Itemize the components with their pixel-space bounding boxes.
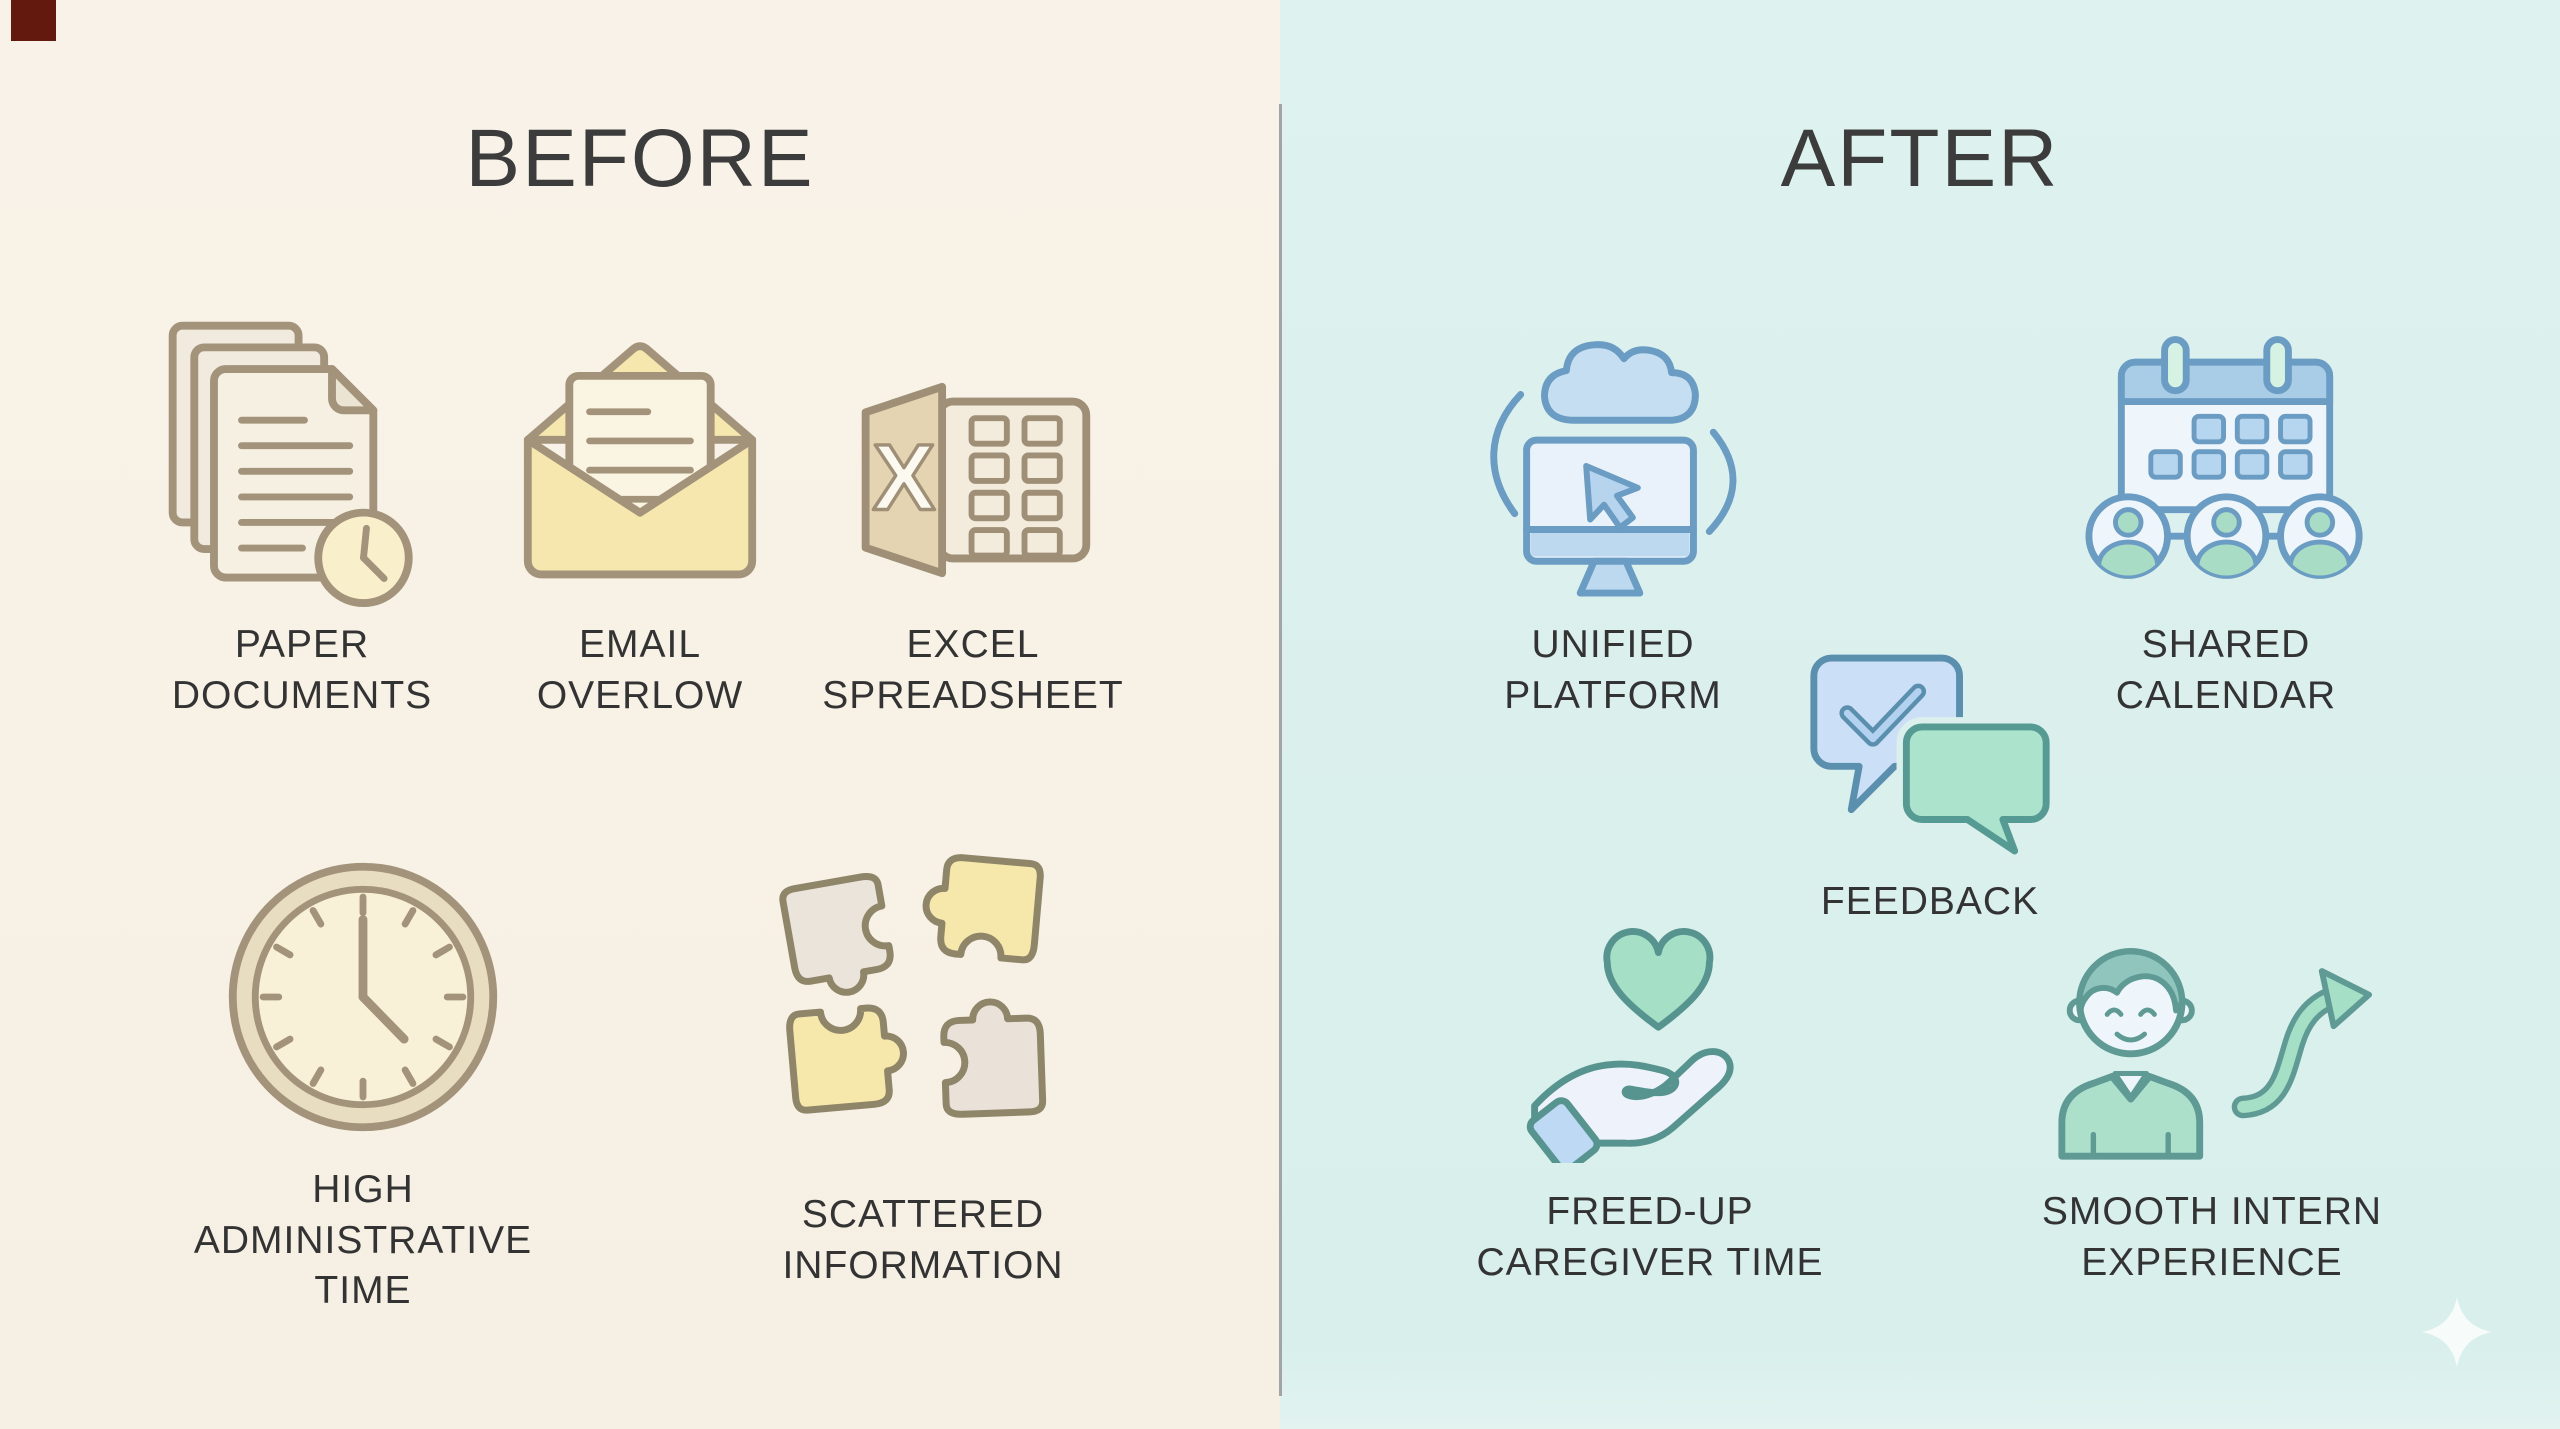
svg-text:X: X: [872, 424, 935, 529]
chat-bubbles-check-icon: [1804, 645, 2056, 867]
paper-documents-icon: [145, 300, 460, 620]
before-item-scattered-information: SCATTERED INFORMATION: [703, 843, 1143, 1291]
before-item-excel-spreadsheet: X EXCEL SPREADSHEET: [803, 300, 1143, 721]
person-growth-arrow-icon: [2050, 915, 2375, 1165]
item-label: SCATTERED INFORMATION: [782, 1193, 1064, 1287]
open-envelope-icon: [511, 300, 769, 620]
corner-mark: [11, 0, 56, 41]
item-label: EMAIL OVERLOW: [536, 623, 744, 717]
item-label: UNIFIED PLATFORM: [1504, 623, 1722, 717]
after-item-smooth-intern-experience: SMOOTH INTERN EXPERIENCE: [1972, 915, 2452, 1288]
after-item-feedback: FEEDBACK: [1760, 645, 2100, 928]
excel-spreadsheet-icon: X: [846, 300, 1101, 620]
before-item-email-overflow: EMAIL OVERLOW: [475, 300, 805, 721]
item-label: HIGH ADMINISTRATIVE TIME: [193, 1168, 533, 1313]
before-item-high-admin-time: HIGH ADMINISTRATIVE TIME: [123, 849, 603, 1317]
before-title: BEFORE: [465, 113, 815, 204]
item-label: SHARED CALENDAR: [2115, 623, 2337, 717]
after-title: AFTER: [1780, 113, 2060, 204]
cloud-computer-icon: [1469, 300, 1757, 620]
item-label: FEEDBACK: [1820, 880, 2040, 923]
clock-icon: [221, 849, 505, 1145]
after-item-unified-platform: UNIFIED PLATFORM: [1443, 300, 1783, 721]
shared-calendar-icon: [2084, 300, 2369, 620]
hand-heart-icon: [1513, 915, 1788, 1165]
puzzle-pieces-icon: [774, 843, 1072, 1148]
item-label: SMOOTH INTERN EXPERIENCE: [2041, 1190, 2383, 1284]
before-panel: BEFORE: [0, 0, 1280, 1429]
after-item-freed-up-caregiver-time: FREED-UP CAREGIVER TIME: [1420, 915, 1880, 1288]
after-item-shared-calendar: SHARED CALENDAR: [2046, 300, 2406, 721]
item-label: EXCEL SPREADSHEET: [822, 623, 1124, 717]
item-label: PAPER DOCUMENTS: [171, 623, 433, 717]
after-panel: AFTER: [1280, 0, 2560, 1429]
item-label: FREED-UP CAREGIVER TIME: [1476, 1190, 1824, 1284]
before-item-paper-documents: PAPER DOCUMENTS: [137, 300, 467, 721]
sparkle-icon: [2420, 1295, 2494, 1369]
panel-divider: [1279, 104, 1282, 1396]
